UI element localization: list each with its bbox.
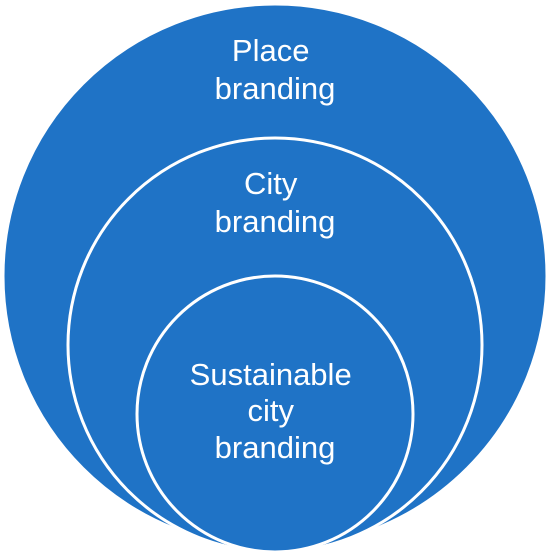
inner-circle-group: Sustainable city branding: [135, 274, 415, 552]
inner-circle-label-line-3: branding: [215, 430, 336, 465]
inner-circle-label-line-2: city: [247, 393, 294, 428]
outer-circle-label-line-1: Place: [232, 33, 310, 68]
outer-circle-label: Place branding: [215, 33, 336, 106]
middle-circle-label-line-1: City: [244, 166, 298, 201]
middle-circle-label-line-2: branding: [215, 204, 336, 239]
inner-circle: [135, 274, 415, 552]
inner-circle-label: Sustainable city branding: [190, 357, 361, 465]
outer-circle-label-line-2: branding: [215, 71, 336, 106]
inner-circle-label-line-1: Sustainable: [190, 357, 352, 392]
middle-circle-label: City branding: [215, 166, 336, 239]
